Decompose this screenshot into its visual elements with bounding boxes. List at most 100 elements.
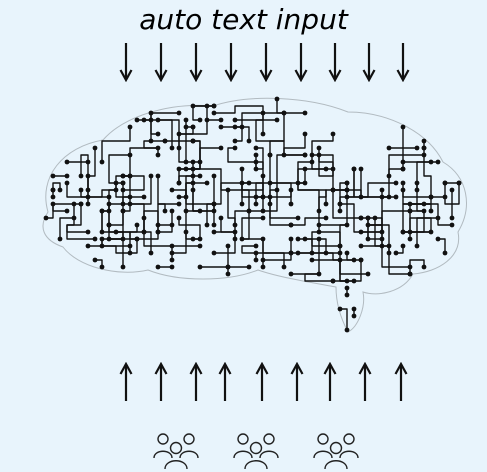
circuit-node xyxy=(99,264,105,270)
circuit-node xyxy=(204,180,210,186)
circuit-node xyxy=(421,201,427,207)
circuit-brain-image xyxy=(42,96,467,333)
down-arrow-icon xyxy=(362,42,376,82)
circuit-node xyxy=(232,117,238,123)
circuit-node xyxy=(85,194,91,200)
circuit-node xyxy=(155,222,161,228)
circuit-node xyxy=(260,264,266,270)
circuit-node xyxy=(274,96,280,102)
circuit-trace xyxy=(227,189,236,226)
down-arrow-icon xyxy=(294,42,308,82)
circuit-node xyxy=(351,306,357,312)
up-arrow-icon xyxy=(119,362,133,402)
circuit-node xyxy=(302,110,308,116)
circuit-trace xyxy=(213,231,236,254)
circuit-trace xyxy=(178,217,201,240)
circuit-trace xyxy=(150,112,180,142)
circuit-trace xyxy=(185,161,194,198)
circuit-node xyxy=(344,285,350,291)
circuit-node xyxy=(127,250,133,256)
circuit-trace xyxy=(290,217,327,226)
circuit-node xyxy=(183,208,189,214)
circuit-node xyxy=(323,215,329,221)
circuit-trace xyxy=(269,140,285,156)
up-arrow-icon xyxy=(154,362,168,402)
circuit-trace xyxy=(80,154,89,177)
top-arrow-row xyxy=(0,42,487,82)
circuit-node xyxy=(442,180,448,186)
circuit-node xyxy=(50,187,56,193)
circuit-node xyxy=(232,222,238,228)
circuit-node xyxy=(78,201,84,207)
circuit-trace xyxy=(185,182,208,212)
circuit-node xyxy=(421,208,427,214)
circuit-node xyxy=(288,271,294,277)
people-group-icon xyxy=(153,433,199,470)
circuit-node xyxy=(232,145,238,151)
circuit-trace xyxy=(101,210,110,233)
circuit-node xyxy=(337,257,343,263)
circuit-node xyxy=(358,243,364,249)
circuit-node xyxy=(204,117,210,123)
circuit-node xyxy=(323,201,329,207)
circuit-node xyxy=(365,222,371,228)
circuit-node xyxy=(449,222,455,228)
circuit-node xyxy=(337,201,343,207)
circuit-node xyxy=(267,180,273,186)
circuit-node xyxy=(211,201,217,207)
circuit-node xyxy=(295,250,301,256)
circuit-node xyxy=(50,201,56,207)
circuit-node xyxy=(351,257,357,263)
circuit-node xyxy=(127,152,133,158)
circuit-trace xyxy=(318,224,348,233)
circuit-node xyxy=(309,152,315,158)
circuit-node xyxy=(309,250,315,256)
circuit-node xyxy=(155,145,161,151)
circuit-node xyxy=(316,236,322,242)
circuit-node xyxy=(344,187,350,193)
circuit-node xyxy=(337,243,343,249)
down-arrow-icon xyxy=(189,42,203,82)
circuit-node xyxy=(351,278,357,284)
circuit-node xyxy=(281,110,287,116)
circuit-node xyxy=(148,110,154,116)
circuit-node xyxy=(190,236,196,242)
circuit-node xyxy=(71,215,77,221)
circuit-node xyxy=(134,222,140,228)
circuit-node xyxy=(337,250,343,256)
circuit-node xyxy=(218,124,224,130)
circuit-trace xyxy=(143,140,166,149)
circuit-node xyxy=(190,166,196,172)
circuit-node xyxy=(260,215,266,221)
circuit-node xyxy=(379,194,385,200)
circuit-trace xyxy=(297,168,327,184)
circuit-node xyxy=(449,215,455,221)
circuit-node xyxy=(246,208,252,214)
circuit-trace xyxy=(80,189,110,198)
circuit-node xyxy=(211,250,217,256)
circuit-node xyxy=(253,194,259,200)
circuit-trace xyxy=(157,119,180,149)
circuit-node xyxy=(358,229,364,235)
circuit-node xyxy=(400,243,406,249)
circuit-node xyxy=(253,243,259,249)
circuit-trace xyxy=(332,189,355,212)
circuit-node xyxy=(176,166,182,172)
circuit-node xyxy=(253,152,259,158)
circuit-node xyxy=(176,201,182,207)
circuit-node xyxy=(85,201,91,207)
circuit-node xyxy=(309,257,315,263)
circuit-node xyxy=(50,194,56,200)
circuit-node xyxy=(183,124,189,130)
down-arrow-icon xyxy=(328,42,342,82)
circuit-node xyxy=(190,103,196,109)
circuit-node xyxy=(456,180,462,186)
circuit-node xyxy=(85,243,91,249)
circuit-trace xyxy=(220,126,250,142)
bottom-arrow-row xyxy=(0,362,487,402)
up-arrow-icon xyxy=(189,362,203,402)
circuit-node xyxy=(176,194,182,200)
circuit-node xyxy=(393,194,399,200)
circuit-node xyxy=(141,117,147,123)
